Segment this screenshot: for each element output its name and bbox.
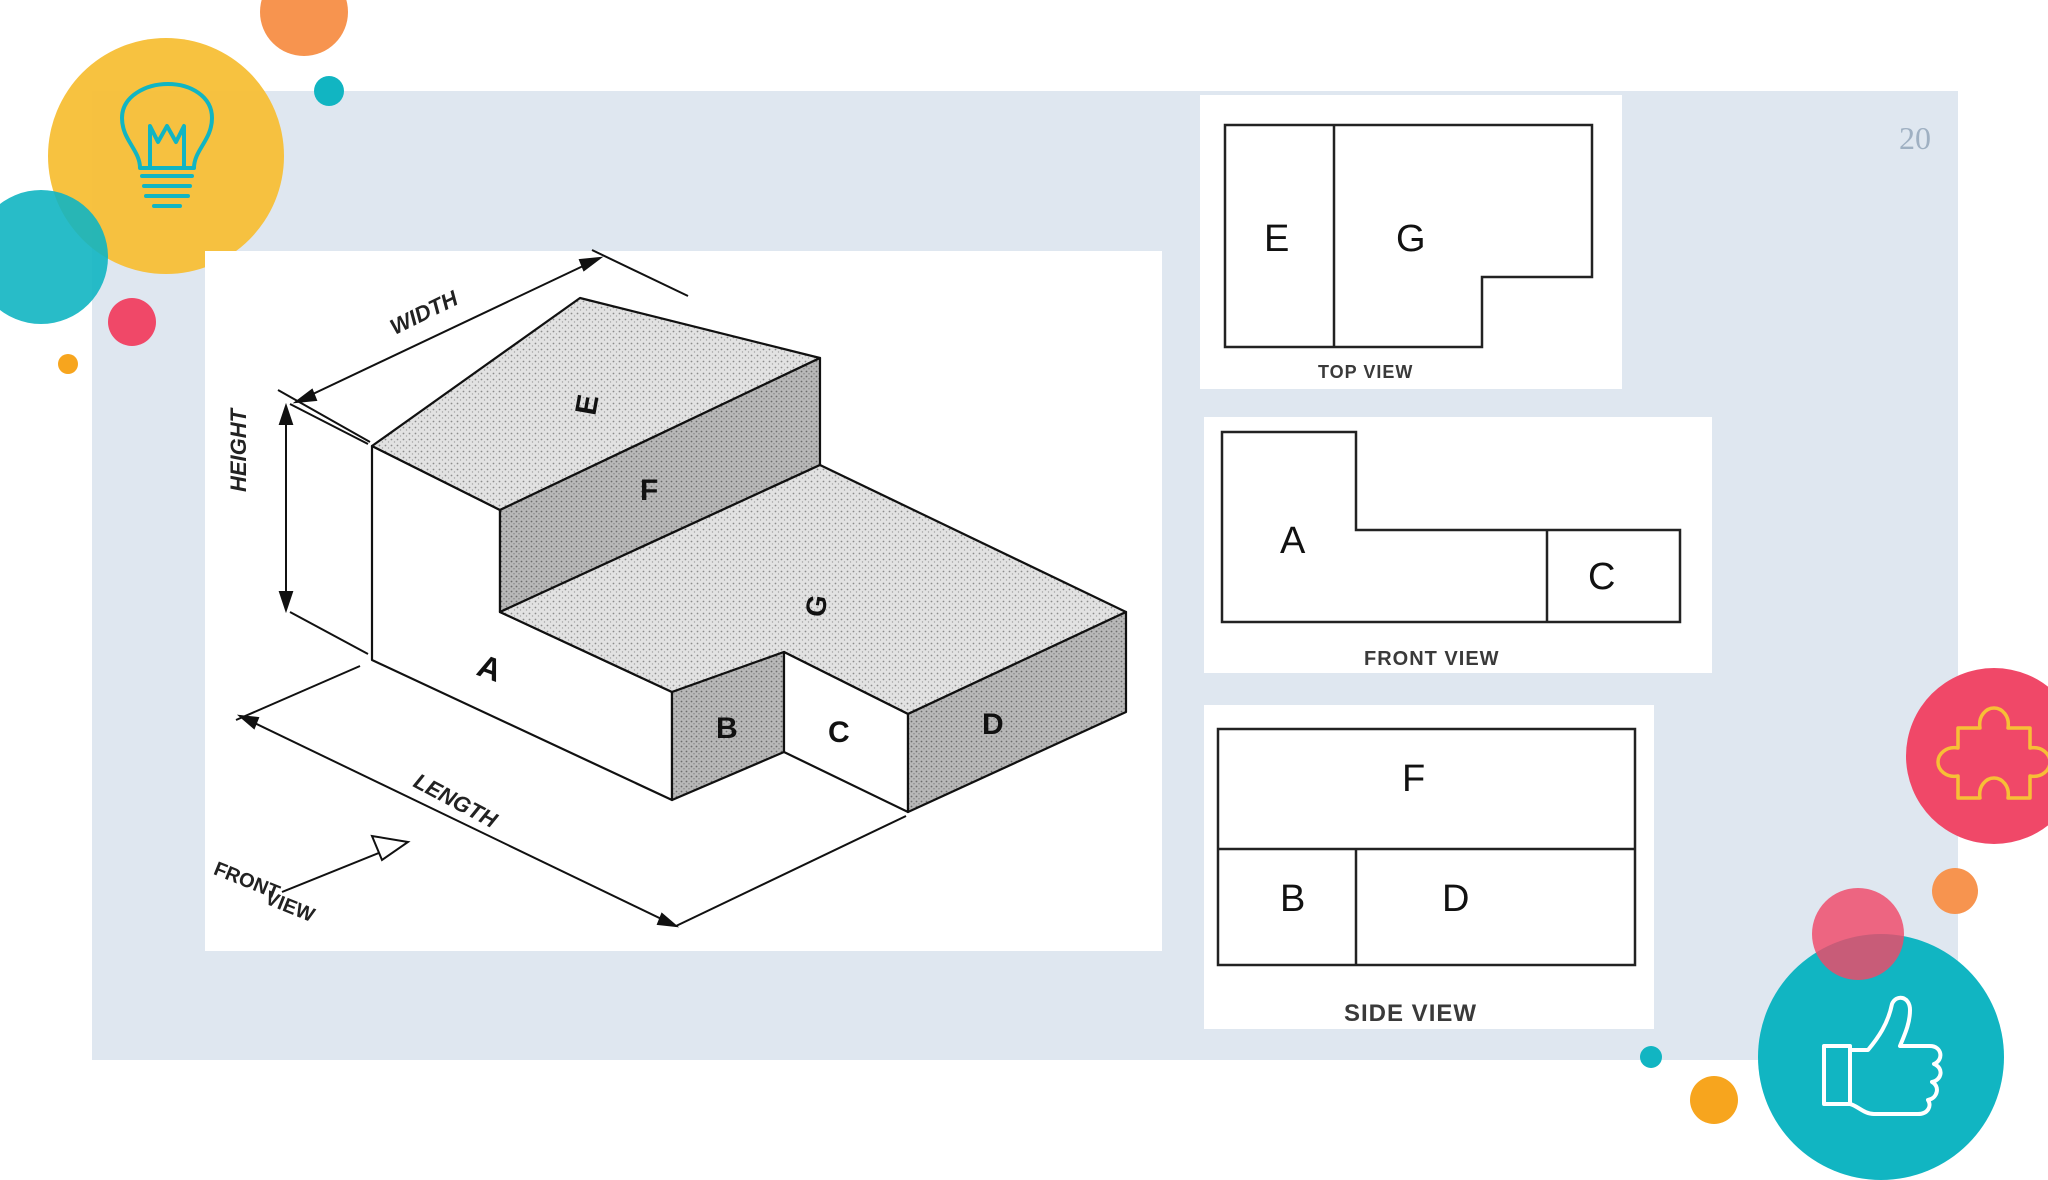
letter-d: D	[982, 708, 1004, 741]
width-dimension-line	[295, 257, 601, 403]
front-view-letter-c: C	[1588, 556, 1616, 598]
top-view-drawing	[1223, 123, 1594, 349]
side-view-label: SIDE VIEW	[1344, 1000, 1478, 1027]
deco-circle-teal-small	[314, 76, 344, 106]
letter-f: F	[640, 474, 659, 507]
top-view-letter-e: E	[1264, 218, 1290, 260]
deco-circle-pink-small	[108, 298, 156, 346]
front-view-arrow	[281, 845, 397, 893]
letter-c: C	[828, 716, 850, 749]
face-d	[906, 610, 1128, 814]
side-view-letter-f: F	[1402, 758, 1426, 800]
front-view-letter-a: A	[1280, 520, 1306, 562]
deco-circle-yellow-bottom	[1690, 1076, 1738, 1124]
side-view-letter-b: B	[1280, 878, 1306, 920]
side-view-letter-d: D	[1442, 878, 1470, 920]
front-view-label: FRONT VIEW	[1364, 648, 1500, 670]
slide-number: 20	[1899, 120, 1931, 156]
front-view-card	[1204, 417, 1712, 673]
top-view-card	[1200, 95, 1622, 389]
top-view-letter-g: G	[1396, 218, 1426, 260]
deco-circle-teal-dot	[1640, 1046, 1662, 1068]
deco-circle-orange-right	[1932, 868, 1978, 914]
deco-circle-teal-left	[0, 190, 108, 324]
front-view-drawing	[1220, 430, 1682, 624]
side-view-drawing	[1216, 727, 1637, 967]
top-view-label: TOP VIEW	[1318, 362, 1414, 382]
letter-b: B	[716, 712, 738, 745]
side-view-card	[1204, 705, 1654, 1029]
isometric-drawing	[235, 249, 1128, 928]
length-dimension-line	[239, 715, 677, 927]
deco-circle-yellow-dot	[58, 354, 78, 374]
deco-circle-pink-overlap	[1812, 888, 1904, 980]
